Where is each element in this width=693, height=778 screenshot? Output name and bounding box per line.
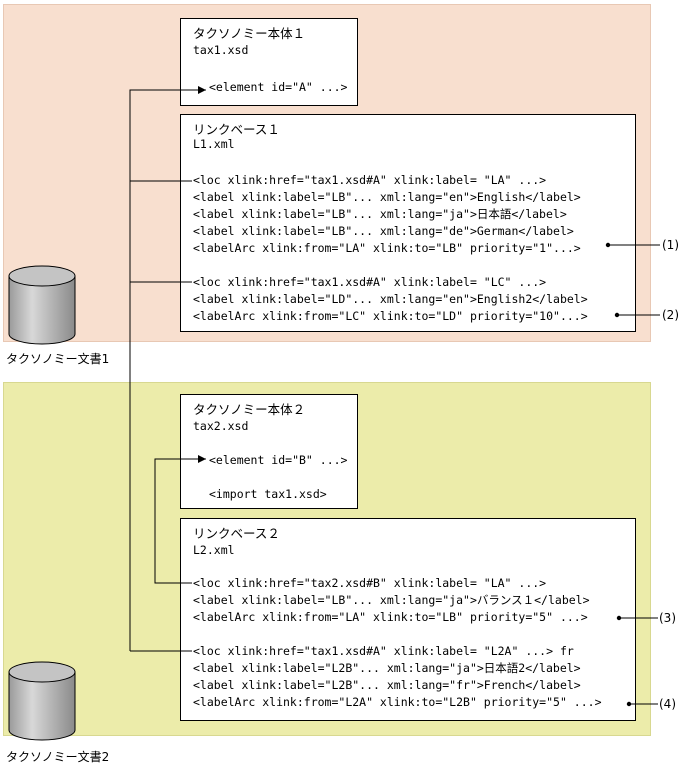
schema-1-filename: tax1.xsd xyxy=(193,43,249,57)
schema-2-filename: tax2.xsd xyxy=(193,419,249,433)
linkbase-1-loc-c: <loc xlink:href="tax1.xsd#A" xlink:label… xyxy=(193,275,547,289)
linkbase-2-filename: L2.xml xyxy=(193,543,235,557)
linkbase-2-label-fr: <label xlink:label="L2B"... xml:lang="fr… xyxy=(193,678,581,692)
linkbase-2-label-ja: <label xlink:label="LB"... xml:lang="ja"… xyxy=(193,593,590,607)
linkbase-1-filename: L1.xml xyxy=(193,137,235,151)
database-icon-1 xyxy=(8,265,76,345)
schema-1-element-a: <element id="A" ...> xyxy=(209,80,348,94)
ref-line-tax1-a xyxy=(129,86,206,651)
linkbase-2-title: リンクベース２ xyxy=(193,526,280,541)
linkbase-1-box: リンクベース１ L1.xml <loc xlink:href="tax1.xsd… xyxy=(180,114,636,332)
linkbase-2-labelarc-5: <labelArc xlink:from="LA" xlink:to="LB" … xyxy=(193,610,588,624)
linkbase-1-labelarc-10: <labelArc xlink:from="LC" xlink:to="LD" … xyxy=(193,309,588,323)
document-1-caption: タクソノミー文書1 xyxy=(6,352,110,366)
ref-line-tax2-b xyxy=(154,455,206,584)
linkbase-1-loc-a: <loc xlink:href="tax1.xsd#A" xlink:label… xyxy=(193,173,547,187)
linkbase-1-title: リンクベース１ xyxy=(193,122,280,137)
document-2-caption: タクソノミー文書2 xyxy=(6,750,110,764)
schema-1-title: タクソノミー本体１ xyxy=(193,26,306,41)
schema-2-title: タクソノミー本体２ xyxy=(193,402,306,417)
schema-2-import: <import tax1.xsd> xyxy=(209,487,327,501)
database-icon-2 xyxy=(8,661,76,741)
linkbase-2-labelarc-5b: <labelArc xlink:from="L2A" xlink:to="L2B… xyxy=(193,695,602,709)
linkbase-2-label-ja2: <label xlink:label="L2B"... xml:lang="ja… xyxy=(193,661,581,675)
taxonomy-schema-2-box: タクソノミー本体２ tax2.xsd <element id="B" ...> … xyxy=(180,394,358,509)
linkbase-1-label-en: <label xlink:label="LB"... xml:lang="en"… xyxy=(193,190,581,204)
callout-marker-2: (2) xyxy=(662,308,679,322)
linkbase-1-label-de: <label xlink:label="LB"... xml:lang="de"… xyxy=(193,224,574,238)
linkbase-2-loc-a: <loc xlink:href="tax1.xsd#A" xlink:label… xyxy=(193,644,574,658)
callout-marker-4: (4) xyxy=(659,697,676,711)
linkbase-2-box: リンクベース２ L2.xml <loc xlink:href="tax2.xsd… xyxy=(180,518,636,721)
linkbase-1-labelarc-1: <labelArc xlink:from="LA" xlink:to="LB" … xyxy=(193,241,581,255)
callout-marker-1: (1) xyxy=(662,238,679,252)
callout-marker-3: (3) xyxy=(659,611,676,625)
linkbase-1-label-ja: <label xlink:label="LB"... xml:lang="ja"… xyxy=(193,207,567,221)
schema-2-element-b: <element id="B" ...> xyxy=(209,453,348,467)
taxonomy-schema-1-box: タクソノミー本体１ tax1.xsd <element id="A" ...> xyxy=(180,18,358,106)
linkbase-2-loc-b: <loc xlink:href="tax2.xsd#B" xlink:label… xyxy=(193,576,547,590)
linkbase-1-label-en2: <label xlink:label="LD"... xml:lang="en"… xyxy=(193,292,588,306)
